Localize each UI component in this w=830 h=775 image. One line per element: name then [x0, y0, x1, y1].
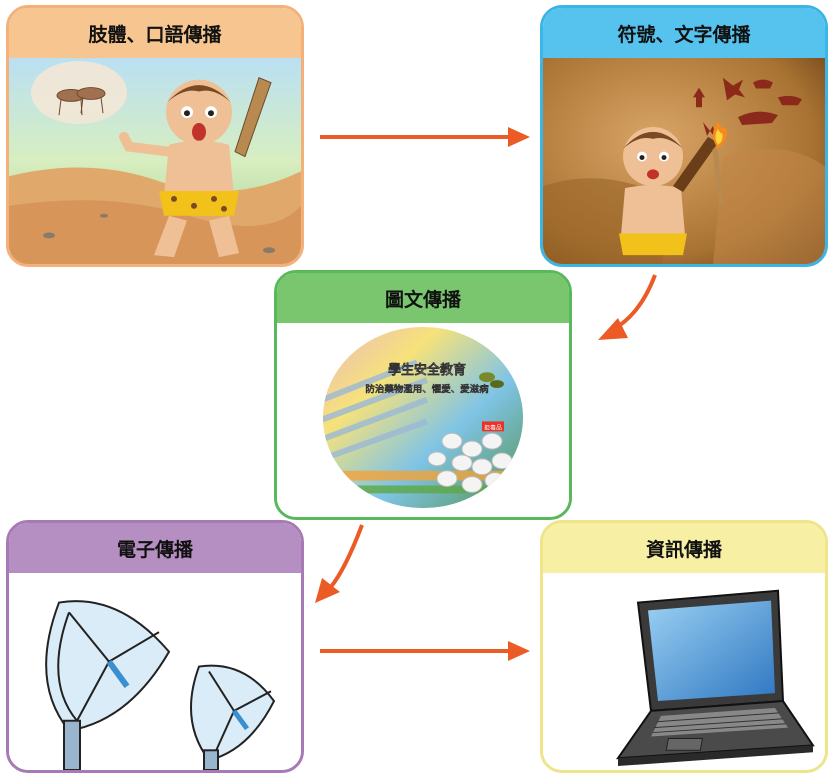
poster-badge: 拒毒品	[484, 423, 502, 431]
poster-title: 學生安全教育	[388, 362, 466, 378]
arrow-graphic-to-electronic	[315, 524, 364, 603]
stage-info-title: 資訊傳播	[543, 523, 825, 573]
arrow-speech-to-symbol	[320, 127, 530, 147]
stage-graphic-card: 圖文傳播	[274, 270, 572, 520]
caveman-cave-painting-illustration	[543, 58, 825, 264]
stage-speech-title: 肢體、口語傳播	[9, 8, 301, 58]
stage-info-card: 資訊傳播	[540, 520, 828, 773]
caveman-speaking-illustration	[9, 58, 301, 264]
stage-symbol-title: 符號、文字傳播	[543, 8, 825, 58]
arrow-symbol-to-graphic	[598, 274, 657, 340]
stage-speech-card: 肢體、口語傳播	[6, 5, 304, 267]
laptop-illustration	[543, 573, 825, 770]
satellite-dishes-illustration	[9, 573, 301, 770]
stage-electronic-card: 電子傳播	[6, 520, 304, 773]
stage-symbol-card: 符號、文字傳播	[540, 5, 828, 267]
poster-subtitle: 防治藥物濫用、懼愛、愛滋病	[365, 383, 489, 395]
arrow-electronic-to-info	[320, 641, 530, 661]
drug-education-poster-illustration: 學生安全教育 防治藥物濫用、懼愛、愛滋病 拒毒品	[277, 323, 569, 517]
stage-graphic-title: 圖文傳播	[277, 273, 569, 323]
stage-electronic-title: 電子傳播	[9, 523, 301, 573]
